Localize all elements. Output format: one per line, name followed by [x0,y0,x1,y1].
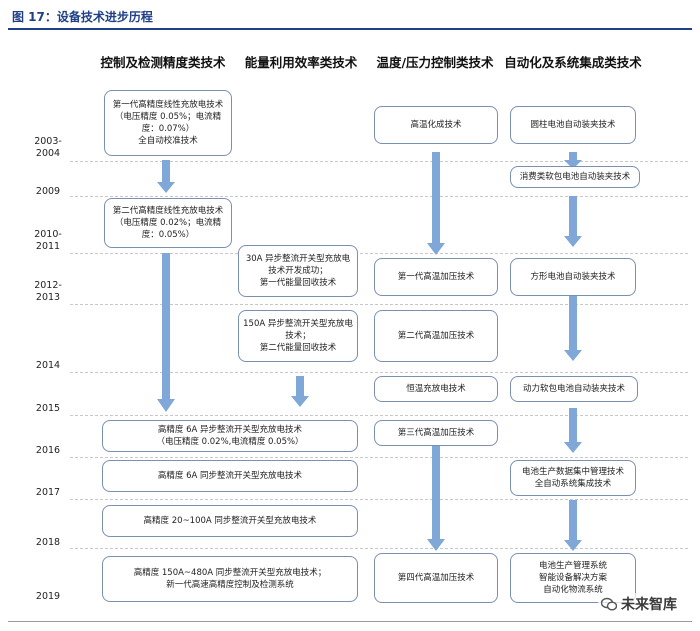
year-separator [70,304,688,305]
timeline-arrow [291,376,309,407]
tech-box-precision-gen1: 第一代高精度线性充放电技术（电压精度 0.05%；电流精度：0.07%） 全自动… [104,90,232,156]
year-separator [70,415,688,416]
year-separator [70,161,688,162]
timeline-arrow [427,446,445,551]
column-header-energy: 能量利用效率类技术 [244,55,358,70]
tech-box-cylindrical-clamping: 圆柱电池自动装夹技术 [510,106,636,144]
tech-box-consumer-pouch-clamping: 消费类软包电池自动装夹技术 [510,166,640,188]
year-separator [70,196,688,197]
tech-box-6a-sync: 高精度 6A 同步整流开关型充放电技术 [102,460,358,492]
timeline-arrow [564,152,582,169]
tech-box-data-management: 电池生产数据集中管理技术 全自动系统集成技术 [510,460,636,496]
year-label: 2012- 2013 [34,280,62,303]
year-separator [70,457,688,458]
column-header-automation: 自动化及系统集成类技术 [504,55,642,70]
timeline-arrow [427,152,445,255]
year-label: 2018 [35,537,61,548]
tech-box-30a-energy-recovery: 30A 异步整流开关型充放电技术开发成功； 第一代能量回收技术 [238,245,358,297]
tech-box-prismatic-clamping: 方形电池自动装夹技术 [510,258,636,296]
title-rule [8,28,692,30]
year-label: 2019 [35,591,61,602]
tech-box-150-480a-sync: 高精度 150A~480A 同步整流开关型充放电技术； 新一代高速高精度控制及检… [102,556,358,602]
year-label: 2010- 2011 [34,229,62,252]
timeline-arrow [564,296,582,361]
year-separator [70,253,688,254]
wechat-icon [601,597,617,611]
tech-box-150a-energy-recovery: 150A 异步整流开关型充放电技术； 第二代能量回收技术 [238,310,358,362]
timeline-arrow [157,160,175,193]
tech-box-temp-pressure-gen2: 第二代高温加压技术 [374,310,498,362]
timeline-arrow [564,196,582,247]
timeline-arrow [157,253,175,412]
year-separator [70,499,688,500]
year-label: 2003- 2004 [34,136,62,159]
year-label: 2009 [35,186,61,197]
timeline-arrow [564,408,582,453]
tech-box-temp-pressure-gen1: 第一代高温加压技术 [374,258,498,296]
tech-box-precision-gen2: 第二代高精度线性充放电技术（电压精度 0.02%；电流精度：0.05%） [104,198,232,248]
timeline-arrow [564,500,582,551]
bottom-rule [8,621,692,622]
year-separator [70,372,688,373]
watermark-text: 未来智库 [621,597,677,613]
tech-box-temp-pressure-gen4: 第四代高温加压技术 [374,553,498,603]
tech-box-temp-pressure-gen3: 第三代高温加压技术 [374,420,498,446]
tech-box-constant-temp: 恒温充放电技术 [374,376,498,402]
column-header-temperature: 温度/压力控制类技术 [376,55,494,70]
tech-box-6a-async: 高精度 6A 异步整流开关型充放电技术 （电压精度 0.02%,电流精度 0.0… [102,420,358,452]
year-label: 2017 [35,487,61,498]
tech-box-high-temp-formation: 高温化成技术 [374,106,498,144]
watermark: 未来智库 [598,593,680,615]
year-separator [70,548,688,549]
figure-title: 图 17：设备技术进步历程 [12,10,153,24]
year-label: 2015 [35,403,61,414]
column-header-precision: 控制及检测精度类技术 [100,55,226,70]
year-label: 2016 [35,445,61,456]
year-label: 2014 [35,360,61,371]
tech-box-power-pouch-clamping: 动力软包电池自动装夹技术 [510,376,638,402]
tech-box-20-100a-sync: 高精度 20~100A 同步整流开关型充放电技术 [102,505,358,537]
